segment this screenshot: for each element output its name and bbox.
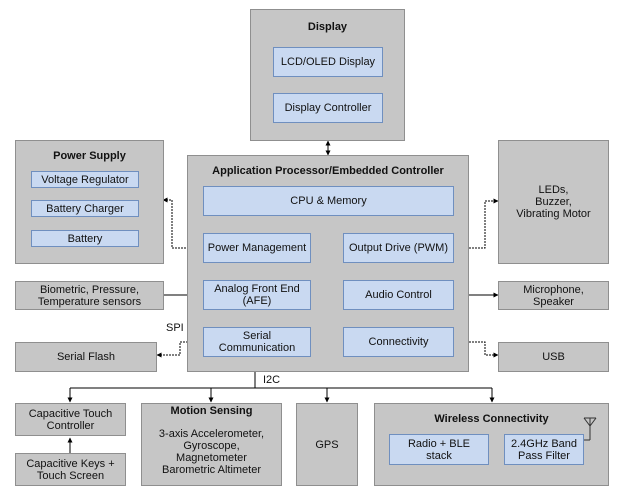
leds-link — [454, 198, 499, 249]
wireless-title: Wireless Connectivity — [434, 413, 549, 425]
i2c-label: I2C — [263, 374, 281, 386]
display-controller: Display Controller — [273, 93, 383, 123]
microphone-label: Microphone, Speaker — [523, 283, 584, 308]
sensors-label: Biometric, Pressure, Temperature sensors — [37, 283, 142, 308]
band-pass-filter: 2.4GHz Band Pass Filter — [504, 434, 584, 465]
serial-flash-block — [15, 342, 157, 372]
motion-sensing-block — [141, 403, 282, 486]
processor-title: Application Processor/Embedded Controlle… — [212, 165, 444, 177]
cpu-memory: CPU & Memory — [203, 186, 454, 216]
touch-keys-label: Capacitive Keys + Touch Screen — [26, 457, 115, 482]
power-management: Power Management — [203, 233, 311, 263]
gps-block — [296, 403, 358, 486]
leds-block — [498, 140, 609, 264]
analog-front-end: Analog Front End (AFE) — [203, 280, 311, 310]
spi-label: SPI — [166, 322, 184, 334]
sensors-block — [15, 281, 164, 310]
connectivity: Connectivity — [343, 327, 454, 357]
power-supply-title: Power Supply — [53, 150, 126, 162]
motion-title: Motion Sensing — [170, 405, 253, 417]
battery-charger: Battery Charger — [31, 200, 139, 217]
touch-controller-block — [15, 403, 126, 436]
display-title: Display — [307, 21, 348, 33]
microphone-block — [498, 281, 609, 310]
touch-keys-block — [15, 453, 126, 486]
lcd-oled-display: LCD/OLED Display — [273, 47, 383, 77]
gps-label: GPS — [315, 438, 339, 451]
usb-block — [498, 342, 609, 372]
audio-control: Audio Control — [343, 280, 454, 310]
usb-link — [453, 339, 499, 358]
leds-label: LEDs, Buzzer, Vibrating Motor — [516, 184, 591, 220]
serial-flash-label: Serial Flash — [56, 351, 116, 363]
radio-ble-stack: Radio + BLE stack — [389, 434, 489, 465]
battery: Battery — [31, 230, 139, 247]
serial-communication: Serial Communication — [203, 327, 311, 357]
voltage-regulator: Voltage Regulator — [31, 171, 139, 188]
touch-controller-label: Capacitive Touch Controller — [28, 407, 113, 432]
motion-body: 3-axis Accelerometer, Gyroscope, Magneto… — [158, 428, 265, 476]
usb-label: USB — [542, 351, 565, 363]
output-drive-pwm: Output Drive (PWM) — [343, 233, 454, 263]
